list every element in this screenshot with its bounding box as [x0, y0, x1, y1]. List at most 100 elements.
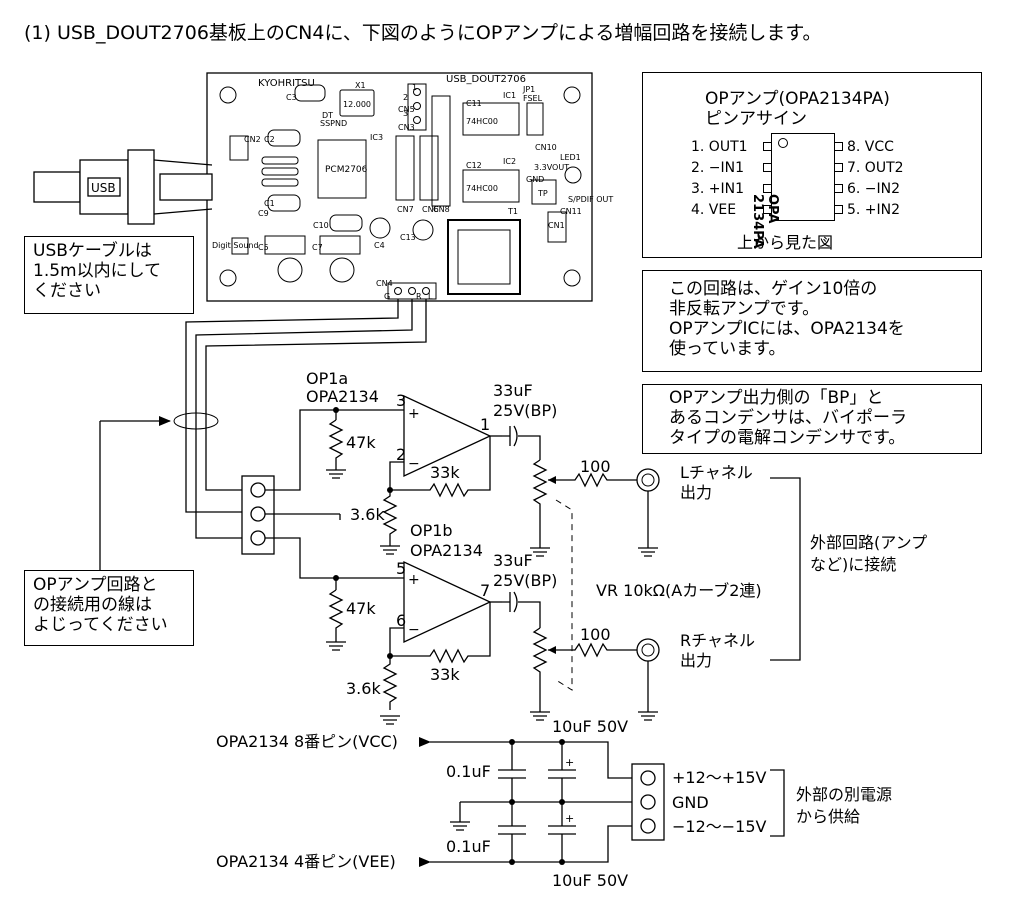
- svg-text:X1: X1: [355, 81, 366, 90]
- pinout-title: OPアンプ(OPA2134PA): [705, 89, 890, 109]
- svg-text:IC1: IC1: [503, 91, 516, 100]
- svg-text:+: +: [408, 572, 420, 588]
- svg-text:C4: C4: [374, 241, 385, 250]
- ext-bracket: [770, 477, 801, 661]
- power-terminal: [631, 763, 665, 841]
- svg-text:C11: C11: [466, 99, 482, 108]
- svg-text:USB_DOUT2706: USB_DOUT2706: [446, 74, 526, 85]
- svg-text:R: R: [416, 292, 422, 301]
- svg-text:3: 3: [396, 391, 406, 410]
- junction-dots: [333, 407, 565, 865]
- svg-text:C9: C9: [258, 209, 269, 218]
- svg-text:DT: DT: [322, 111, 333, 120]
- svg-text:IC2: IC2: [503, 157, 516, 166]
- power-labels: OPA2134 8番ピン(VCC) OPA2134 4番ピン(VEE) 0.1u…: [216, 717, 892, 890]
- input-terminal: [241, 475, 275, 555]
- svg-text:SSPND: SSPND: [320, 119, 347, 128]
- svg-text:CN1: CN1: [548, 221, 565, 230]
- svg-text:OP1a: OP1a: [306, 369, 348, 388]
- usb-note: USBケーブルは 1.5m以内にして ください: [24, 236, 194, 314]
- svg-text:0.1uF: 0.1uF: [446, 762, 491, 781]
- svg-text:C3: C3: [286, 93, 297, 102]
- svg-text:−: −: [408, 456, 420, 472]
- svg-text:外部回路(アンプ: 外部回路(アンプ: [810, 533, 927, 552]
- svg-text:47k: 47k: [346, 433, 376, 452]
- svg-text:−: −: [408, 622, 420, 638]
- svg-text:から供給: から供給: [796, 807, 860, 826]
- svg-text:C10: C10: [313, 221, 329, 230]
- usb-plug-label: USB: [91, 181, 116, 195]
- twist-marker: [173, 412, 219, 430]
- opamp-chip: OPA 2134PA: [750, 133, 843, 249]
- svg-text:OP1b: OP1b: [410, 521, 453, 540]
- cn4-wires: [185, 299, 427, 539]
- pinout-caption: 上から見た図: [737, 233, 834, 252]
- svg-text:Digit Sound: Digit Sound: [212, 241, 259, 250]
- svg-text:5: 5: [396, 559, 406, 578]
- svg-text:OPA2134 8番ピン(VCC): OPA2134 8番ピン(VCC): [216, 732, 398, 751]
- svg-text:JP1: JP1: [522, 85, 535, 94]
- usb-plug: [33, 149, 213, 225]
- pinout-box: OPアンプ(OPA2134PA) ピンアサイン 1. OUT1 2. −IN1 …: [642, 72, 982, 258]
- svg-text:+: +: [565, 812, 574, 825]
- svg-text:+: +: [565, 756, 574, 769]
- svg-text:33uF: 33uF: [493, 381, 533, 400]
- svg-text:KYOHRITSU: KYOHRITSU: [258, 78, 315, 89]
- svg-text:+12～+15V: +12～+15V: [672, 768, 767, 787]
- svg-text:L: L: [428, 292, 433, 301]
- svg-text:25V(BP): 25V(BP): [493, 571, 557, 590]
- svg-text:OPA2134 4番ピン(VEE): OPA2134 4番ピン(VEE): [216, 852, 396, 871]
- svg-text:FSEL: FSEL: [523, 94, 543, 103]
- svg-text:C12: C12: [466, 161, 482, 170]
- svg-text:25V(BP): 25V(BP): [493, 401, 557, 420]
- svg-text:OPA2134: OPA2134: [410, 541, 483, 560]
- svg-text:C2: C2: [264, 135, 275, 144]
- svg-text:C1: C1: [264, 199, 275, 208]
- svg-text:TP: TP: [537, 189, 548, 198]
- svg-text:C5: C5: [258, 243, 269, 252]
- svg-text:1: 1: [412, 83, 417, 92]
- svg-text:IC3: IC3: [370, 133, 383, 142]
- svg-text:出力: 出力: [680, 651, 712, 670]
- gain-note: この回路は、ゲイン10倍の 非反転アンプです。 OPアンプICには、OPA213…: [642, 270, 982, 372]
- svg-text:0.1uF: 0.1uF: [446, 837, 491, 856]
- op1a-circuit: [265, 394, 658, 557]
- svg-text:10uF 50V: 10uF 50V: [552, 717, 628, 736]
- svg-text:CN2: CN2: [244, 135, 261, 144]
- svg-text:100: 100: [580, 625, 611, 644]
- svg-text:CN5: CN5: [398, 105, 415, 114]
- circuit-labels: OP1a OPA2134 3 2 1 + − 47k 33k 3.6k 33uF…: [306, 369, 927, 698]
- pcb-board: [206, 72, 593, 302]
- svg-text:33k: 33k: [430, 665, 460, 684]
- svg-text:12.000: 12.000: [343, 100, 371, 109]
- svg-text:T1: T1: [507, 207, 518, 216]
- svg-text:6: 6: [396, 611, 406, 630]
- svg-text:74HC00: 74HC00: [466, 117, 498, 126]
- svg-text:CN4: CN4: [376, 279, 393, 288]
- svg-text:2: 2: [396, 445, 406, 464]
- svg-text:47k: 47k: [346, 599, 376, 618]
- svg-text:+: +: [408, 406, 420, 422]
- svg-text:1: 1: [480, 415, 490, 434]
- svg-text:OPA2134: OPA2134: [306, 387, 379, 406]
- svg-text:C13: C13: [400, 233, 416, 242]
- svg-text:出力: 出力: [680, 483, 712, 502]
- svg-text:−12～−15V: −12～−15V: [672, 817, 767, 836]
- svg-text:CN3: CN3: [398, 123, 415, 132]
- svg-text:CN11: CN11: [560, 207, 582, 216]
- svg-text:CN7: CN7: [397, 205, 414, 214]
- svg-text:74HC00: 74HC00: [466, 184, 498, 193]
- svg-text:GND: GND: [672, 793, 709, 812]
- svg-text:7: 7: [480, 581, 490, 600]
- svg-text:GND: GND: [526, 175, 544, 184]
- svg-text:PCM2706: PCM2706: [325, 165, 368, 175]
- svg-text:S/PDIF OUT: S/PDIF OUT: [568, 195, 613, 204]
- svg-text:CN6: CN6: [422, 205, 439, 214]
- svg-text:CN8: CN8: [433, 205, 450, 214]
- svg-text:33k: 33k: [430, 463, 460, 482]
- svg-text:C7: C7: [312, 243, 323, 252]
- svg-text:G: G: [384, 292, 390, 301]
- svg-text:3.6k: 3.6k: [346, 679, 381, 698]
- twist-note: OPアンプ回路と の接続用の線は よじってください: [24, 570, 194, 646]
